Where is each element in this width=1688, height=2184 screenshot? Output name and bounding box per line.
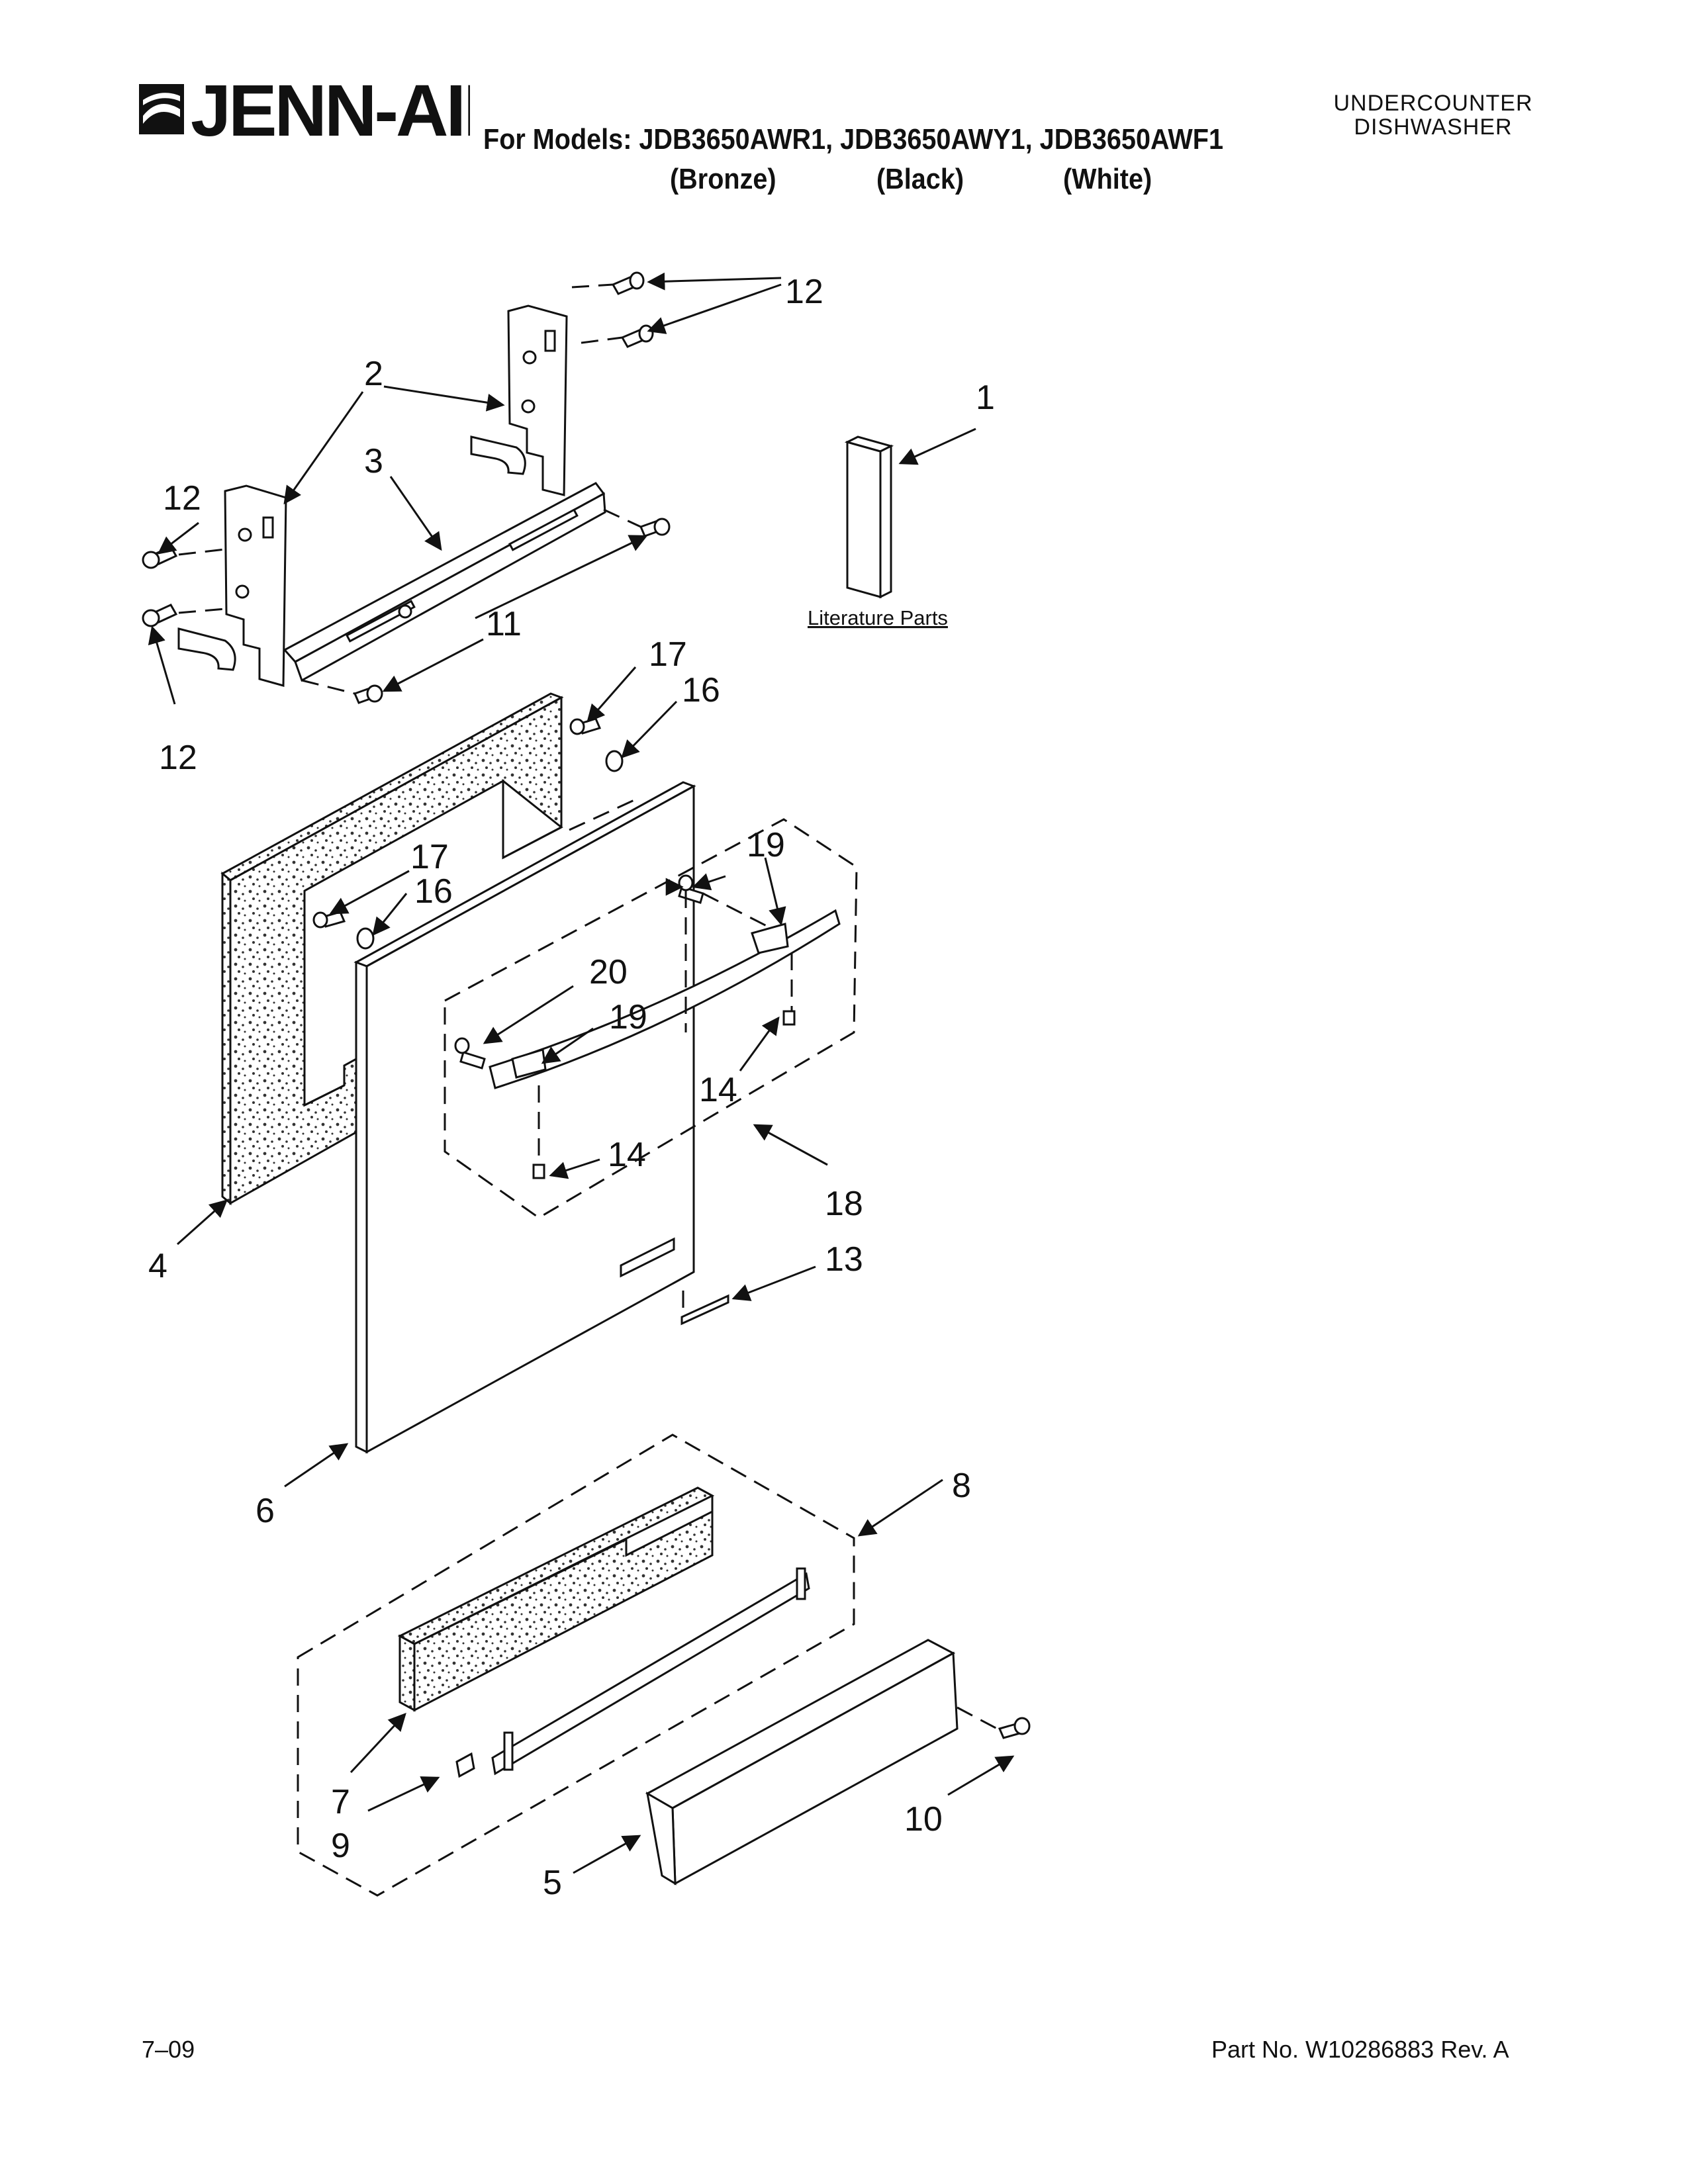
callout-5: 5 [543, 1864, 562, 1902]
screw-10 [998, 1717, 1031, 1739]
callout-14-left: 14 [608, 1136, 646, 1174]
callout-11: 11 [486, 605, 522, 643]
jenn-air-swoosh-icon [139, 84, 184, 134]
jenn-air-logo: JENN-AIR. [139, 70, 470, 149]
screw-12-left-b [142, 604, 178, 627]
callout-3: 3 [364, 442, 383, 480]
callout-17-top: 17 [649, 635, 687, 674]
door-panel [353, 781, 696, 1454]
finish-white: (White) [1063, 163, 1152, 195]
callout-1: 1 [976, 379, 995, 417]
callout-13: 13 [825, 1240, 863, 1279]
label-tab [680, 1294, 729, 1326]
toe-kick-insulation [397, 1486, 715, 1712]
toe-kick-bracket [645, 1639, 959, 1886]
callout-14-right: 14 [699, 1071, 737, 1109]
callout-12-top: 12 [785, 273, 823, 311]
hinge-bracket-right [470, 304, 568, 496]
callout-16-mid: 16 [414, 872, 453, 911]
finish-black: (Black) [876, 163, 964, 195]
screw-12-top-a [611, 271, 645, 295]
callout-2: 2 [364, 355, 383, 393]
product-line-2: DISHWASHER [1354, 114, 1513, 140]
mounting-rail [283, 482, 606, 682]
revision-date: 7–09 [142, 2036, 195, 2063]
brand-name: JENN-AIR. [191, 70, 470, 149]
callout-12-bottom: 12 [159, 739, 197, 777]
callout-17-mid: 17 [410, 838, 449, 876]
callout-4: 4 [148, 1247, 167, 1285]
screw-12-left-a [142, 545, 178, 569]
callout-20: 20 [589, 953, 628, 991]
washer-16-top [605, 750, 624, 772]
callout-9: 9 [331, 1827, 350, 1865]
callout-16-top: 16 [682, 671, 720, 709]
literature-parts: Literature Parts [808, 435, 948, 629]
screw-12-top-b [620, 324, 654, 348]
callout-6: 6 [256, 1492, 275, 1530]
screw-20 [454, 1037, 486, 1069]
screw-17-mid [312, 911, 346, 929]
callout-10: 10 [904, 1800, 943, 1839]
part-number: Part No. W10286883 Rev. A [1211, 2036, 1509, 2063]
callout-8: 8 [952, 1467, 971, 1505]
hinge-bracket-left [177, 484, 287, 687]
callout-19-mid: 19 [609, 998, 647, 1036]
product-line-1: UNDERCOUNTER [1333, 91, 1533, 116]
product-type: UNDERCOUNTER DISHWASHER [1297, 91, 1569, 139]
washer-16-mid [356, 927, 375, 950]
callout-18: 18 [825, 1185, 863, 1223]
models-line: For Models: JDB3650AWR1, JDB3650AWY1, JD… [483, 123, 1223, 156]
screw-17-top [569, 717, 602, 735]
toe-kick-panel [455, 1567, 810, 1778]
literature-parts-label: Literature Parts [808, 606, 948, 629]
insert-14-left [532, 1163, 545, 1179]
callout-7: 7 [331, 1783, 350, 1821]
insert-14-right [782, 1010, 796, 1026]
callout-19-top: 19 [747, 826, 785, 864]
screw-11-right [639, 518, 671, 537]
callout-12-left: 12 [163, 479, 201, 518]
door-handle [489, 909, 841, 1089]
finish-bronze: (Bronze) [670, 163, 776, 195]
screw-11-left [353, 684, 383, 704]
